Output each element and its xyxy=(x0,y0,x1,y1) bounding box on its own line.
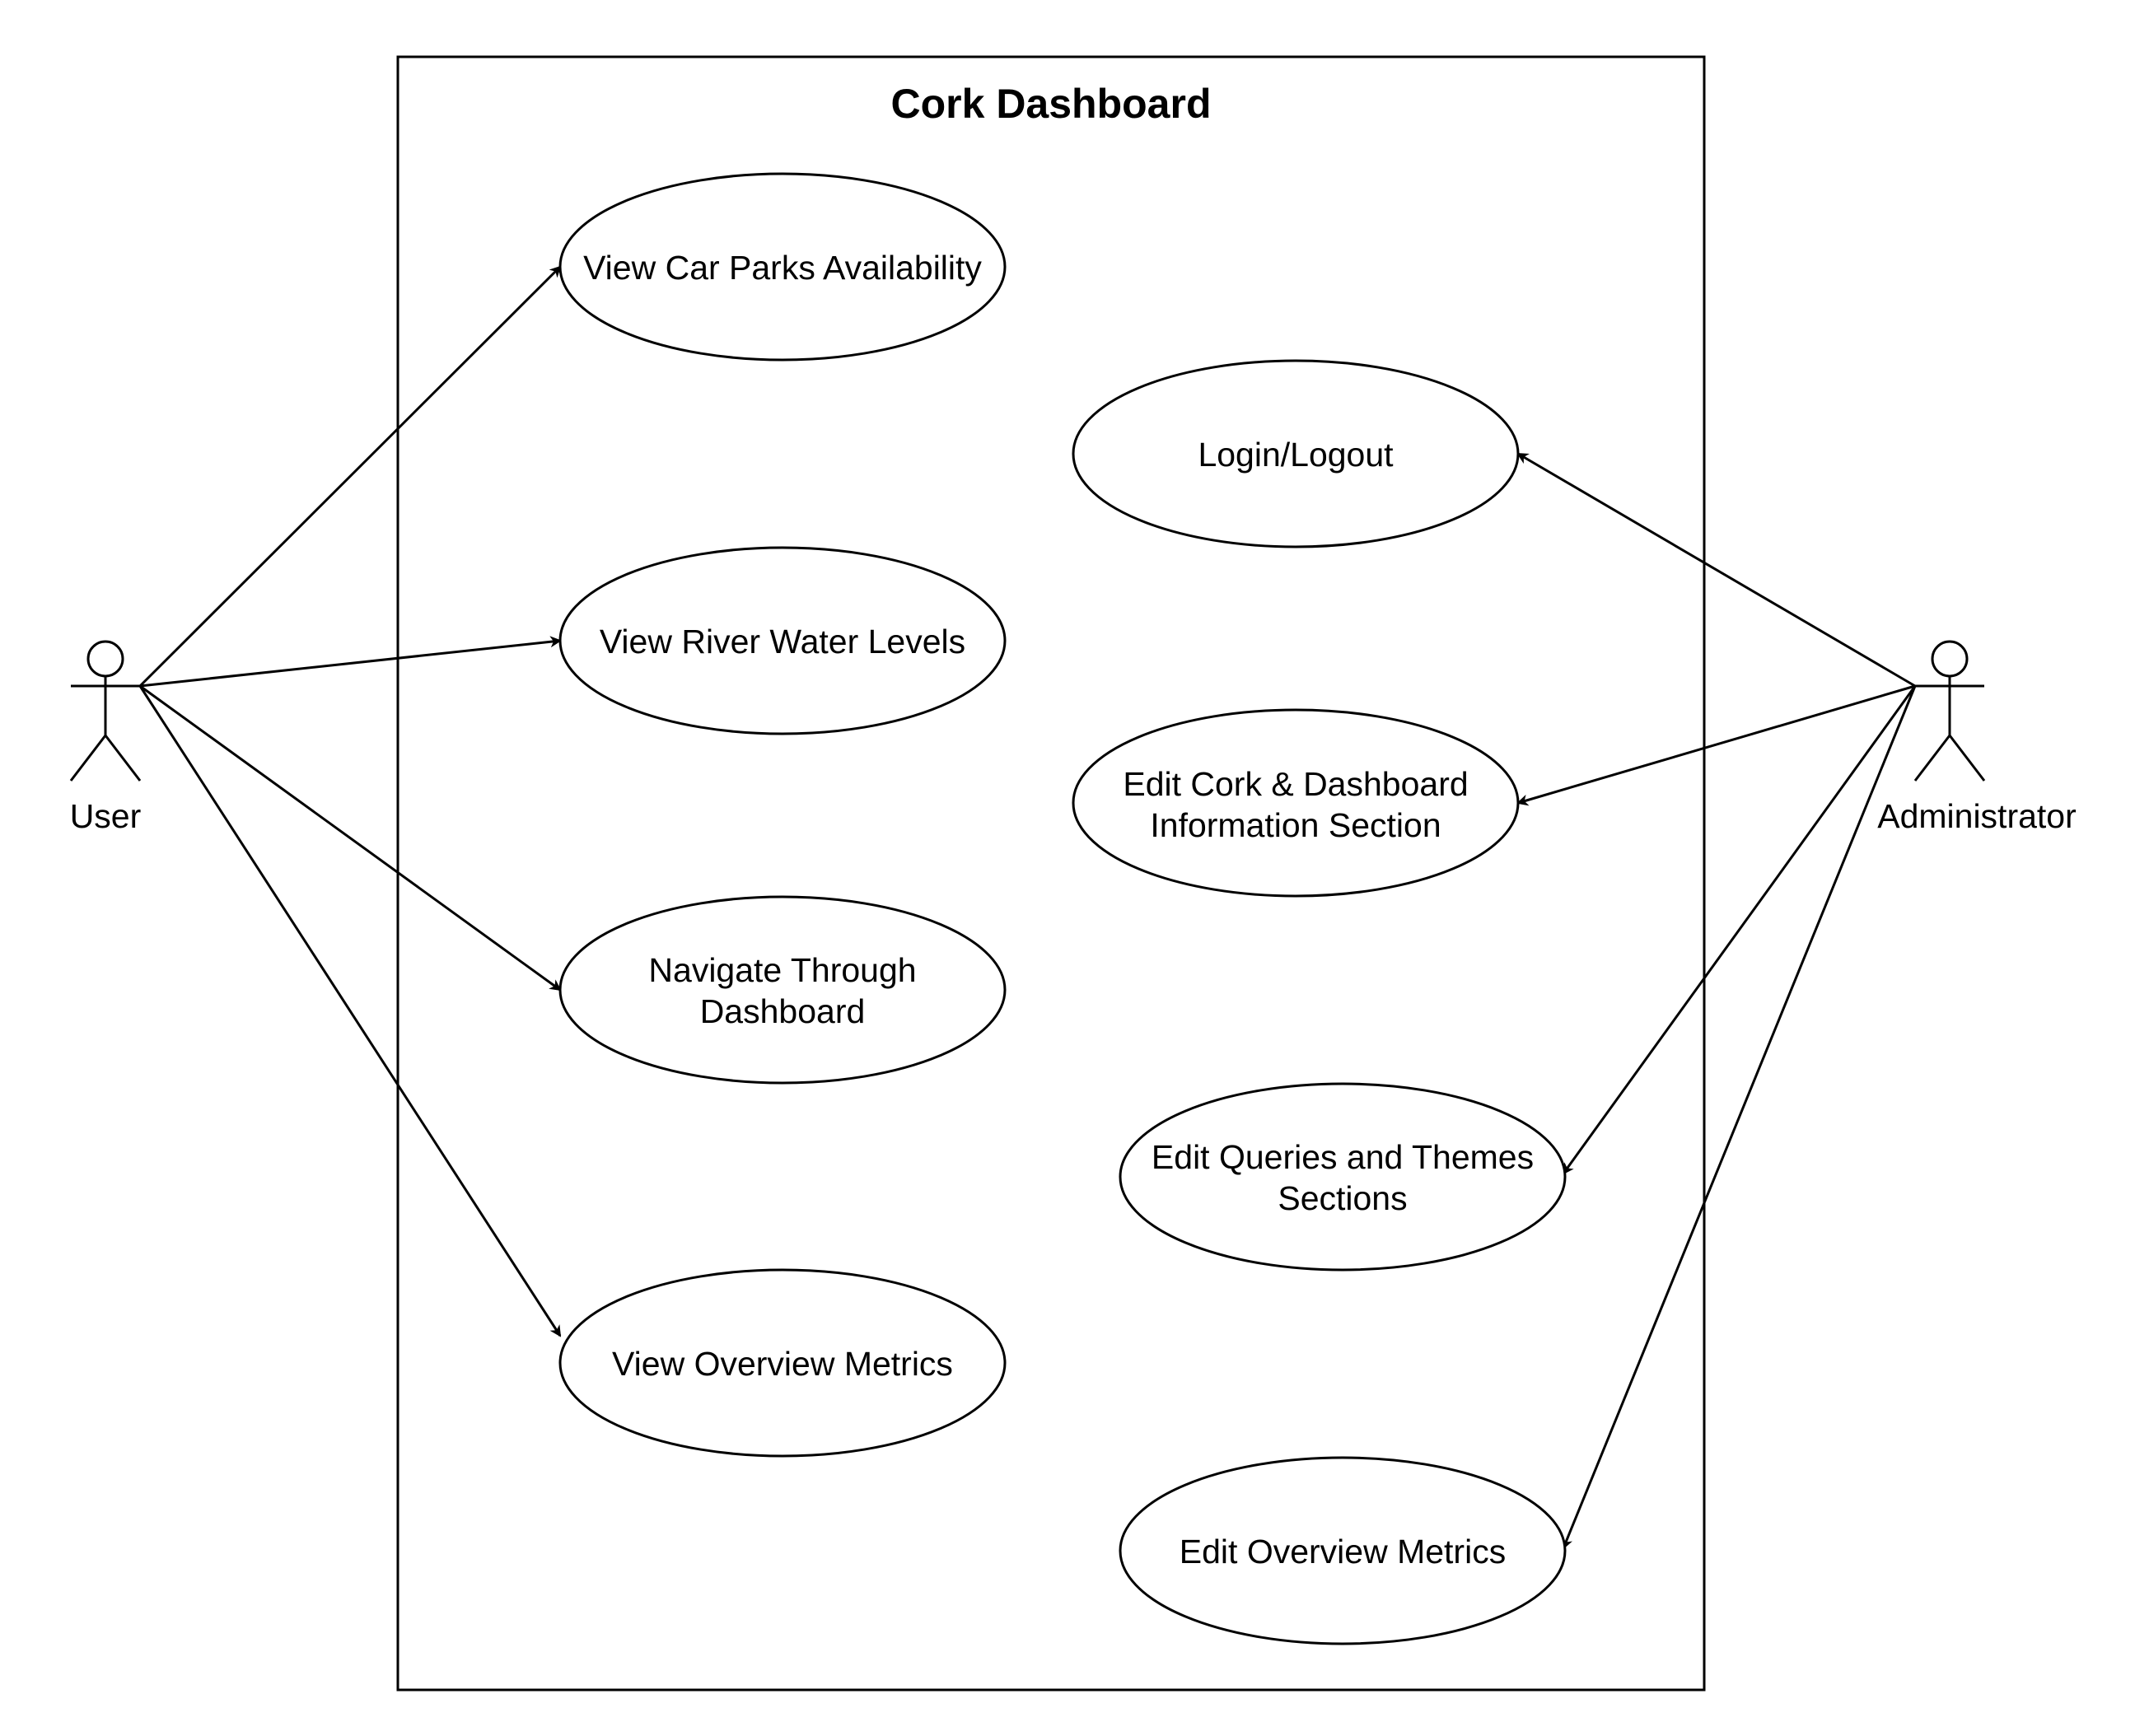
association-arrow-user-car_parks xyxy=(138,265,562,688)
use-case-label: Login/Logout xyxy=(1198,436,1394,474)
actor-user[interactable]: User xyxy=(69,640,142,835)
association-arrow-user-river xyxy=(139,636,562,688)
association-arrow-admin-edit_overview xyxy=(1562,685,1917,1550)
use-case-label: View Overview Metrics xyxy=(612,1345,953,1383)
association-arrow-user-navigate xyxy=(139,684,562,992)
use-case-view-overview-metrics[interactable]: View Overview Metrics xyxy=(558,1268,1007,1458)
association-arrow-admin-edit_queries xyxy=(1562,685,1917,1175)
use-case-edit-info-section[interactable]: Edit Cork & Dashboard Information Sectio… xyxy=(1072,708,1520,898)
associations xyxy=(138,265,1917,1550)
use-case-view-river-levels[interactable]: View River Water Levels xyxy=(558,546,1007,735)
use-case-view-car-parks[interactable]: View Car Parks Availability xyxy=(558,172,1007,362)
use-case-label-line-1: Edit Queries and Themes xyxy=(1152,1138,1534,1176)
association-arrow-admin-login xyxy=(1516,452,1916,688)
use-case-label-line-2: Information Section xyxy=(1150,806,1441,844)
use-case-label-line-2: Sections xyxy=(1278,1179,1407,1217)
use-case-label-line-2: Dashboard xyxy=(700,992,866,1030)
association-arrow-user-overview xyxy=(138,685,562,1337)
stick-figure-icon xyxy=(1913,640,1986,782)
stick-figure-icon xyxy=(69,640,142,782)
use-case-label: View Car Parks Availability xyxy=(583,249,982,287)
actor-administrator[interactable]: Administrator xyxy=(1877,640,2077,835)
use-case-label: Edit Overview Metrics xyxy=(1180,1533,1506,1570)
association-arrow-admin-edit_info xyxy=(1516,684,1916,806)
use-case-edit-overview-metrics[interactable]: Edit Overview Metrics xyxy=(1119,1456,1567,1645)
use-case-login-logout[interactable]: Login/Logout xyxy=(1072,359,1520,548)
system-title: Cork Dashboard xyxy=(891,81,1212,127)
use-case-edit-queries-themes[interactable]: Edit Queries and Themes Sections xyxy=(1119,1082,1567,1272)
actor-label: User xyxy=(70,797,142,835)
use-case-label: View River Water Levels xyxy=(600,623,965,660)
use-case-navigate-dashboard[interactable]: Navigate Through Dashboard xyxy=(558,895,1007,1085)
use-case-label-line-1: Edit Cork & Dashboard xyxy=(1123,765,1468,803)
actor-label: Administrator xyxy=(1877,797,2077,835)
use-case-label-line-1: Navigate Through xyxy=(648,951,916,989)
